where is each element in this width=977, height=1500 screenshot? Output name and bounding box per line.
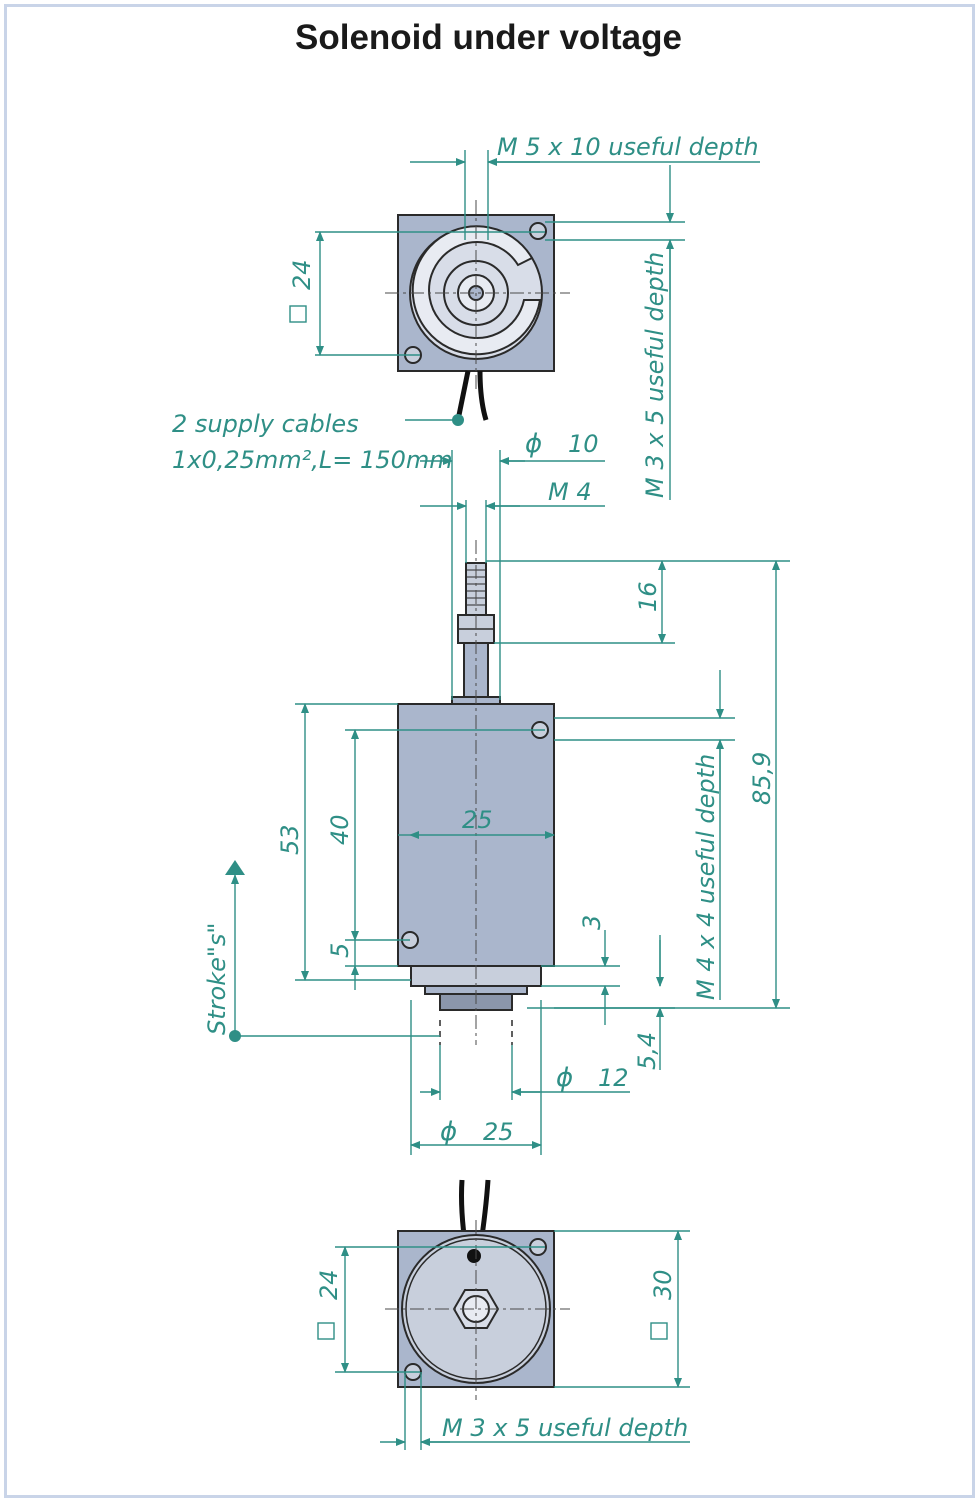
label-square-top: 24 xyxy=(288,259,316,290)
square-symbol-bottom-right xyxy=(650,1322,668,1340)
label-dim-40: 40 xyxy=(326,814,354,845)
top-screw-hole-1 xyxy=(529,222,547,240)
label-thread-side-top: M 3 x 5 useful depth xyxy=(641,252,669,498)
label-thread-top: M 5 x 10 useful depth xyxy=(497,133,759,161)
diameter-symbol-12: ϕ xyxy=(556,1063,573,1093)
side-view xyxy=(397,540,555,1045)
label-dim-25-body: 25 xyxy=(462,806,493,834)
top-cable-1 xyxy=(455,370,471,421)
top-cable-2 xyxy=(477,370,489,421)
label-cables-line2: 1x0,25mm²,L= 150mm xyxy=(172,446,453,474)
label-thread-plunger: M 4 xyxy=(548,478,592,506)
label-dim-53: 53 xyxy=(276,824,304,855)
bottom-dimensions xyxy=(335,1230,690,1450)
label-dim-3: 3 xyxy=(578,915,606,930)
label-dim-5: 5 xyxy=(326,943,354,958)
bottom-view xyxy=(385,1179,570,1400)
top-view xyxy=(385,200,570,421)
square-symbol-bottom xyxy=(317,1322,335,1340)
label-cables-line1: 2 supply cables xyxy=(172,410,359,438)
label-dim-859: 85,9 xyxy=(748,752,776,805)
diameter-symbol-plunger: ϕ xyxy=(525,429,542,459)
label-square-bottom-right: 30 xyxy=(649,1269,677,1300)
bottom-cable-entry xyxy=(467,1249,481,1263)
top-spiral xyxy=(411,225,542,356)
label-thread-side-body: M 4 x 4 useful depth xyxy=(692,754,720,1000)
top-dimensions xyxy=(315,150,760,500)
square-symbol-top xyxy=(289,305,307,323)
label-dim-54: 5,4 xyxy=(633,1032,661,1070)
label-stroke: Stroke"s" xyxy=(203,923,231,1035)
diameter-symbol-25: ϕ xyxy=(440,1117,457,1147)
label-dia-25: 25 xyxy=(483,1118,514,1146)
figure-title: Solenoid under voltage xyxy=(295,18,682,57)
label-dia-12: 12 xyxy=(598,1064,629,1092)
label-dia-plunger: 10 xyxy=(568,430,599,458)
dimension-labels: M 5 x 10 useful depth 24 M 3 x 5 useful … xyxy=(172,133,776,1442)
label-thread-bottom: M 3 x 5 useful depth xyxy=(442,1414,688,1442)
label-dim-16: 16 xyxy=(634,581,662,612)
side-dimensions xyxy=(231,450,790,1155)
label-square-bottom: 24 xyxy=(315,1269,343,1300)
